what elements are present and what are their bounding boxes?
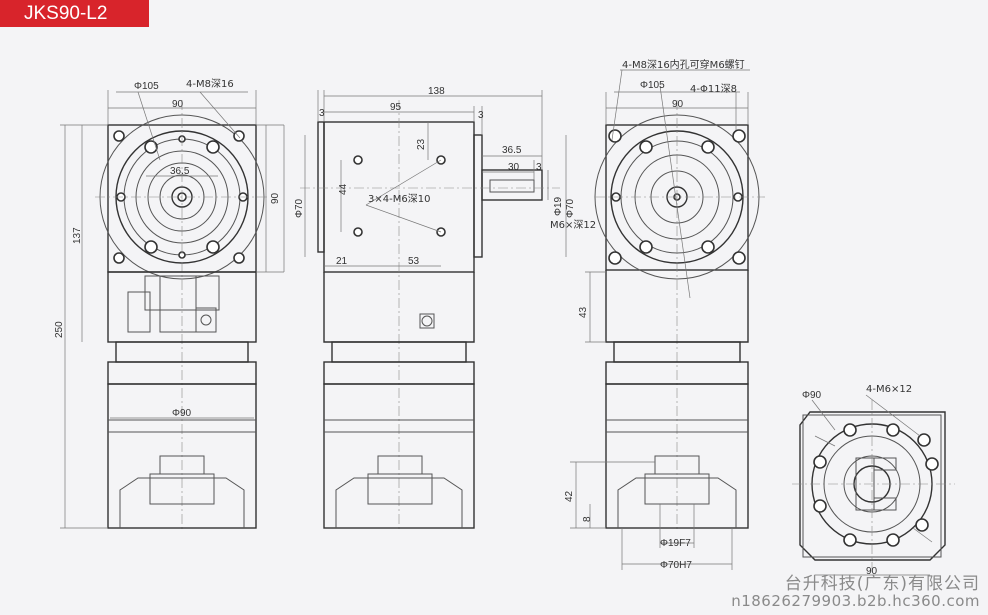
dim-front-90-top: 90: [172, 99, 184, 110]
dim-output-phi70h7: Φ70H7: [660, 560, 692, 571]
dim-front-137: 137: [72, 227, 83, 244]
output-view: [570, 69, 765, 570]
dim-side-53: 53: [408, 256, 420, 267]
dim-side-44: 44: [338, 183, 349, 195]
dim-side-3-left: 3: [319, 108, 325, 119]
dim-front-90-right: 90: [270, 192, 281, 204]
dim-side-3-right: 3: [478, 110, 484, 121]
dim-side-30: 30: [508, 162, 520, 173]
dim-flange-holes: 4-M6×12: [866, 384, 912, 395]
company-url[interactable]: n18626279903.b2b.hc360.com: [731, 592, 980, 610]
dim-side-3-key: 3: [536, 162, 542, 173]
dim-front-phi90: Φ90: [172, 408, 192, 419]
dim-side-138: 138: [428, 86, 445, 97]
dim-side-36-5: 36.5: [502, 145, 522, 156]
dim-output-phi19f7: Φ19F7: [660, 538, 691, 549]
dim-side-phi19: Φ19: [553, 196, 564, 216]
model-title: JKS90-L2: [0, 0, 149, 27]
flange-view: [792, 394, 955, 576]
dim-side-21: 21: [336, 256, 348, 267]
dim-side-phi70-left: Φ70: [294, 198, 305, 218]
output-dimension-labels: 4-M8深16内孔可穿M6螺钉 Φ105 90 4-Φ11深8 43 42 8 …: [564, 58, 745, 571]
dim-output-42: 42: [564, 490, 575, 502]
dim-front-36-5: 36.5: [170, 166, 190, 177]
flange-dimension-labels: Φ90 4-M6×12 90: [802, 384, 912, 577]
dim-side-holes: 3×4-M6深10: [368, 193, 430, 205]
dim-side-phi70-right: Φ70: [565, 198, 576, 218]
dim-front-250: 250: [54, 321, 65, 338]
company-name: 台升科技(广东)有限公司: [784, 574, 980, 594]
front-dimension-labels: Φ105 4-M8深16 90 36.5 90 137 250 Φ90: [54, 78, 281, 419]
side-view: [300, 90, 567, 530]
dim-side-m6: M6×深12: [550, 219, 596, 231]
dim-output-8: 8: [582, 516, 593, 522]
dim-front-phi105: Φ105: [134, 81, 159, 92]
dim-side-95: 95: [390, 102, 402, 113]
side-dimension-labels: 138 95 3 3 23 44 3×4-M6深10 21 53 Φ70 36.…: [294, 86, 596, 267]
dim-output-phi105: Φ105: [640, 80, 665, 91]
front-view: [60, 90, 285, 530]
dim-output-phi11: 4-Φ11深8: [690, 83, 737, 95]
dim-output-43: 43: [578, 306, 589, 318]
dim-output-note: 4-M8深16内孔可穿M6螺钉: [622, 58, 745, 71]
dim-flange-90: 90: [866, 566, 878, 577]
dim-front-hole-note: 4-M8深16: [186, 78, 234, 90]
dim-flange-phi90: Φ90: [802, 390, 822, 401]
dim-side-23: 23: [416, 138, 427, 150]
dim-output-90: 90: [672, 99, 684, 110]
